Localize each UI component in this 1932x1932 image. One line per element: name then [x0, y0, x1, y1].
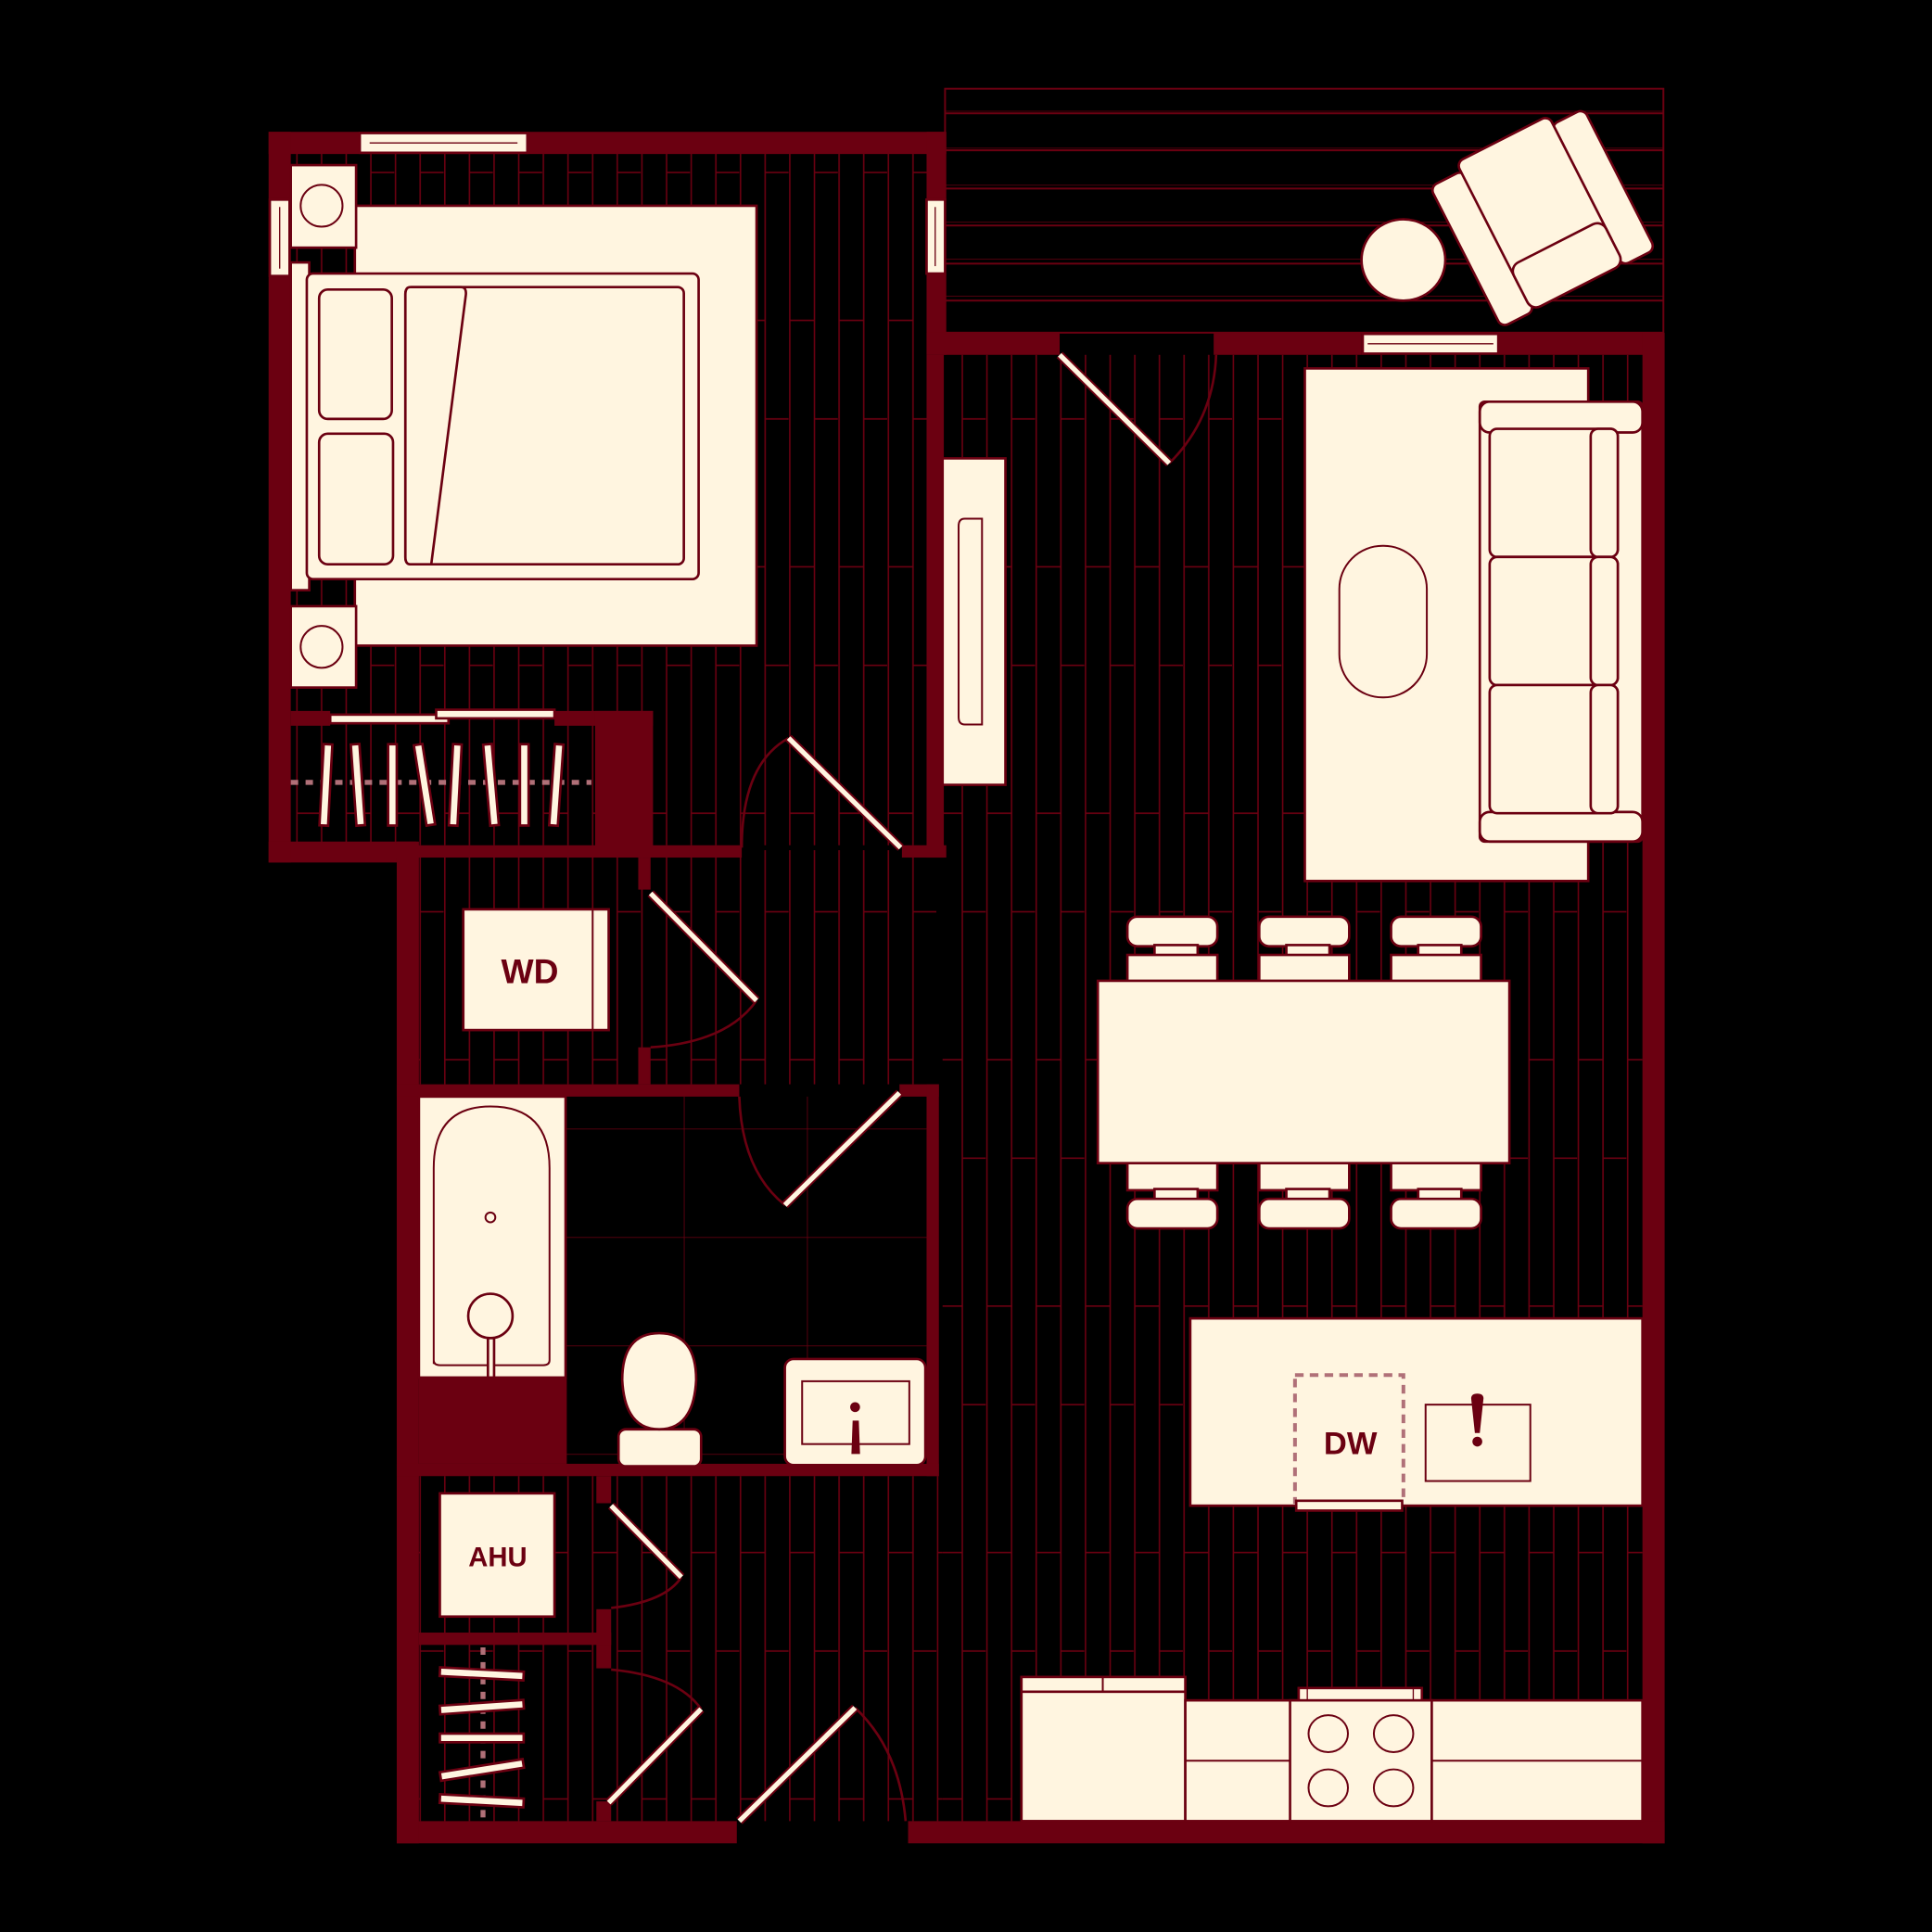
faucet-icon: [850, 1402, 860, 1413]
sofa-arm: [1478, 810, 1644, 844]
sofa: [1478, 400, 1644, 844]
closet-slider-door[interactable]: [435, 708, 556, 720]
kitchen-island: [1188, 1316, 1644, 1507]
chair-seat: [1125, 1160, 1219, 1192]
toilet-tank: [616, 1428, 703, 1468]
burner-icon: [1372, 1714, 1415, 1753]
living-room: [941, 367, 1644, 883]
tub-faucet-icon: [466, 1292, 515, 1340]
lamp-icon: [299, 184, 344, 228]
kitchen: DW: [1020, 1316, 1644, 1823]
sofa-back-cushion: [1589, 555, 1620, 687]
dining-chairs-top: [1125, 915, 1482, 984]
washer-dryer-label: WD: [502, 952, 559, 991]
chair-seat: [1257, 1160, 1351, 1192]
entry-door[interactable]: [736, 1704, 908, 1824]
bedroom-door[interactable]: [740, 734, 904, 851]
sofa-back-cushion: [1589, 427, 1620, 559]
nightstand-top: [289, 163, 358, 249]
toilet-bowl: [620, 1331, 698, 1431]
balcony-side-table: [1360, 218, 1447, 302]
fridge-body: [1020, 1690, 1187, 1823]
chair-back: [1257, 915, 1351, 948]
hangers: [318, 742, 566, 828]
mechanical-door[interactable]: [607, 1502, 685, 1609]
dining-table: [1096, 979, 1511, 1164]
burner-icon: [1307, 1714, 1350, 1753]
sofa-back-cushion: [1589, 683, 1620, 815]
windows: [268, 132, 1500, 355]
laundry-door[interactable]: [647, 890, 760, 1049]
bathroom-door[interactable]: [738, 1089, 903, 1209]
range: [1289, 1686, 1433, 1823]
burner-icon: [1307, 1768, 1350, 1808]
entry-closet-door[interactable]: [605, 1668, 705, 1806]
vanity-sink: [783, 1357, 927, 1467]
dining-chairs-bottom: [1125, 1160, 1482, 1230]
chair-back: [1125, 1197, 1219, 1230]
tv-console: [941, 457, 1007, 786]
bedroom-closet: [290, 708, 591, 828]
chair-back: [1390, 1197, 1482, 1230]
entry-closet: [438, 1646, 526, 1822]
bed-duvet-fold: [403, 286, 467, 566]
doors: [605, 351, 1218, 1824]
balcony-lounge-chair: [1430, 109, 1655, 326]
burner-icon: [1372, 1768, 1415, 1808]
lamp-icon: [299, 625, 344, 669]
chair-seat: [1125, 953, 1219, 984]
chair-back: [1257, 1197, 1351, 1230]
pillow: [317, 288, 393, 421]
air-handler-unit: [439, 1492, 556, 1619]
bathroom: [417, 1095, 927, 1468]
queen-bed: [289, 261, 700, 591]
chair-back: [1390, 915, 1482, 948]
bedroom: [289, 163, 758, 689]
refrigerator: [1020, 1675, 1187, 1823]
tub-basin: [432, 1105, 551, 1366]
chair-seat: [1390, 1160, 1482, 1192]
balcony: [944, 87, 1665, 334]
sink-faucet-icon: [1470, 1393, 1484, 1433]
nightstand-bottom: [289, 604, 358, 689]
chair-back: [1125, 915, 1219, 948]
closet-slider-door[interactable]: [328, 713, 451, 725]
walls: [268, 132, 1665, 1844]
laundry: WD: [462, 908, 610, 1032]
balcony-door[interactable]: [1056, 351, 1218, 467]
range-cooktop: [1289, 1698, 1433, 1823]
dishwasher-door: [1294, 1499, 1404, 1512]
air-handler-label: AHU: [468, 1543, 527, 1572]
chair-seat: [1390, 953, 1482, 984]
washer-dryer: [462, 908, 610, 1032]
chair-cushion: [1511, 222, 1622, 309]
tub-drain-icon: [484, 1211, 497, 1224]
hangers: [438, 1666, 526, 1809]
tv-icon: [958, 517, 984, 726]
dining: [1096, 915, 1511, 1230]
pillow: [317, 432, 395, 566]
chair-seat: [1257, 953, 1351, 984]
toilet: [616, 1331, 703, 1468]
dishwasher-label: DW: [1324, 1426, 1378, 1461]
coffee-table: [1338, 544, 1429, 699]
mechanical: AHU: [439, 1492, 556, 1619]
